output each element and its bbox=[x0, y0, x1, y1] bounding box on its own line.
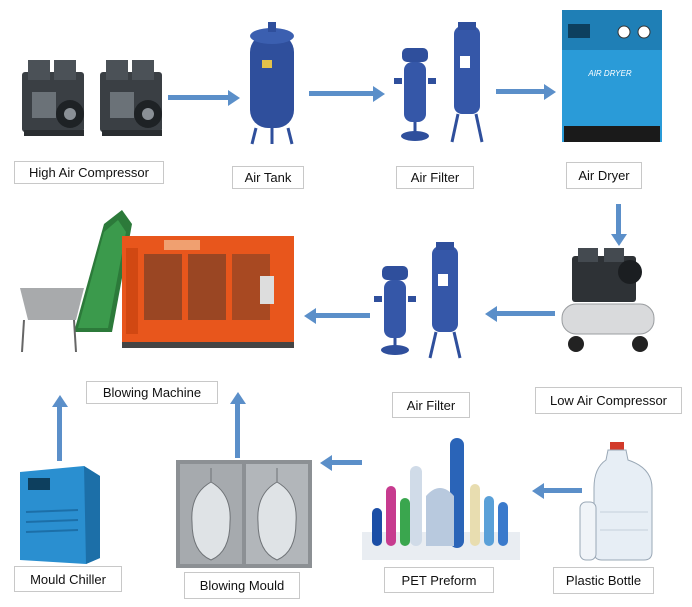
pet-preform-image bbox=[362, 436, 520, 560]
arrow-mould-to-blowing-machine bbox=[230, 392, 246, 458]
label-blowing-machine: Blowing Machine bbox=[86, 381, 218, 404]
arrow-bottle-to-preform bbox=[532, 483, 582, 499]
high-air-compressor-image bbox=[18, 52, 168, 144]
air-dryer-image: AIR DRYER bbox=[560, 8, 666, 148]
arrow-chiller-to-blowing-machine bbox=[52, 395, 68, 461]
mould-chiller-image bbox=[16, 462, 102, 566]
arrow-tank-to-filter bbox=[309, 86, 385, 102]
blowing-machine-image bbox=[14, 202, 296, 360]
label-air-dryer: Air Dryer bbox=[566, 162, 642, 189]
label-blowing-mould: Blowing Mould bbox=[184, 572, 300, 599]
label-air-filter-1: Air Filter bbox=[396, 166, 474, 189]
blowing-mould-image bbox=[176, 460, 312, 568]
arrow-filter-to-blowing-machine bbox=[304, 308, 370, 324]
label-air-filter-2: Air Filter bbox=[392, 392, 470, 418]
plastic-bottle-image bbox=[578, 442, 658, 564]
label-low-air-compressor: Low Air Compressor bbox=[535, 387, 682, 414]
label-high-air-compressor: High Air Compressor bbox=[14, 161, 164, 184]
air-filter-2-image bbox=[372, 240, 472, 362]
arrow-preform-to-mould bbox=[320, 455, 390, 471]
label-mould-chiller: Mould Chiller bbox=[14, 566, 122, 592]
arrow-compressor-to-tank bbox=[168, 90, 240, 106]
arrow-dryer-to-low-compressor bbox=[611, 204, 627, 246]
label-air-tank: Air Tank bbox=[232, 166, 304, 189]
arrow-filter-to-dryer bbox=[496, 84, 556, 100]
air-tank-image bbox=[242, 20, 302, 148]
label-plastic-bottle: Plastic Bottle bbox=[553, 567, 654, 594]
label-pet-preform: PET Preform bbox=[384, 567, 494, 593]
air-dryer-brand-text: AIR DRYER bbox=[587, 69, 631, 78]
air-filter-1-image bbox=[392, 18, 492, 148]
arrow-low-compressor-to-filter bbox=[485, 306, 555, 322]
low-air-compressor-image bbox=[556, 246, 660, 356]
